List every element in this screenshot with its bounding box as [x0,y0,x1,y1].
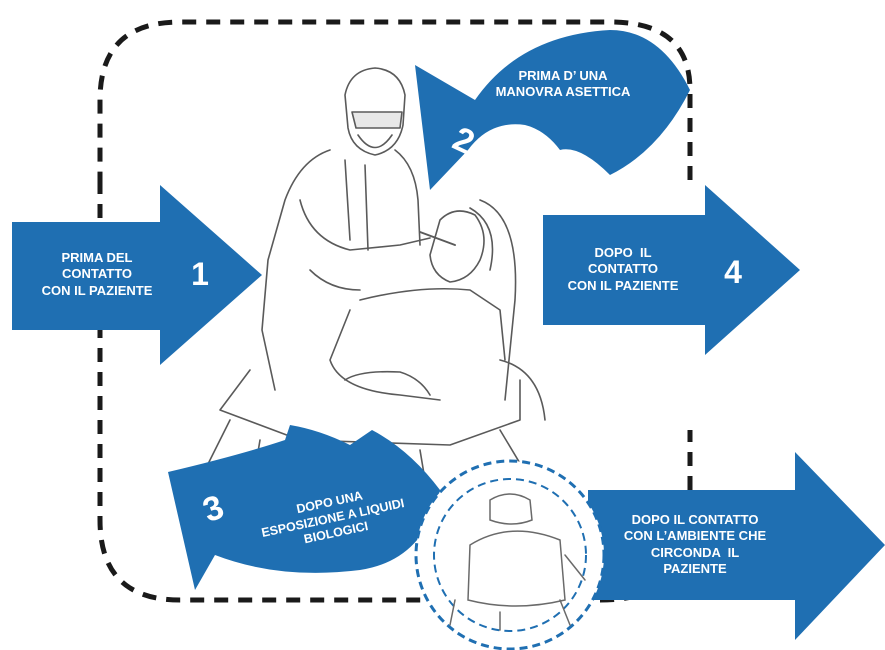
moment-1-label-line: CON IL PAZIENTE [22,283,172,299]
moment-2-label-line: MANOVRA ASETTICA [478,84,648,100]
moment-1-number: 1 [191,256,209,292]
moment-5-label: DOPO IL CONTATTO CON L’AMBIENTE CHE CIRC… [600,512,790,577]
moment-4-label-line: CONTATTO [548,261,698,277]
moment-4-label-line: CON IL PAZIENTE [548,278,698,294]
moment-5-label-line: PAZIENTE [600,561,790,577]
moment-5-label-line: CON L’AMBIENTE CHE [600,528,790,544]
moment-1-label-line: PRIMA DEL [22,250,172,266]
moment-4-label: DOPO IL CONTATTO CON IL PAZIENTE [548,245,698,294]
moment-2-label-line: PRIMA D’ UNA [478,68,648,84]
moment-2-label: PRIMA D’ UNA MANOVRA ASETTICA [478,68,648,101]
moment-5-label-line: DOPO IL CONTATTO [600,512,790,528]
moment-1-label: PRIMA DEL CONTATTO CON IL PAZIENTE [22,250,172,299]
moment-4-label-line: DOPO IL [548,245,698,261]
moment-2-arrow [415,30,690,190]
moment-5-label-line: CIRCONDA IL [600,545,790,561]
moment-1-label-line: CONTATTO [22,266,172,282]
moment-4-number: 4 [724,254,742,290]
